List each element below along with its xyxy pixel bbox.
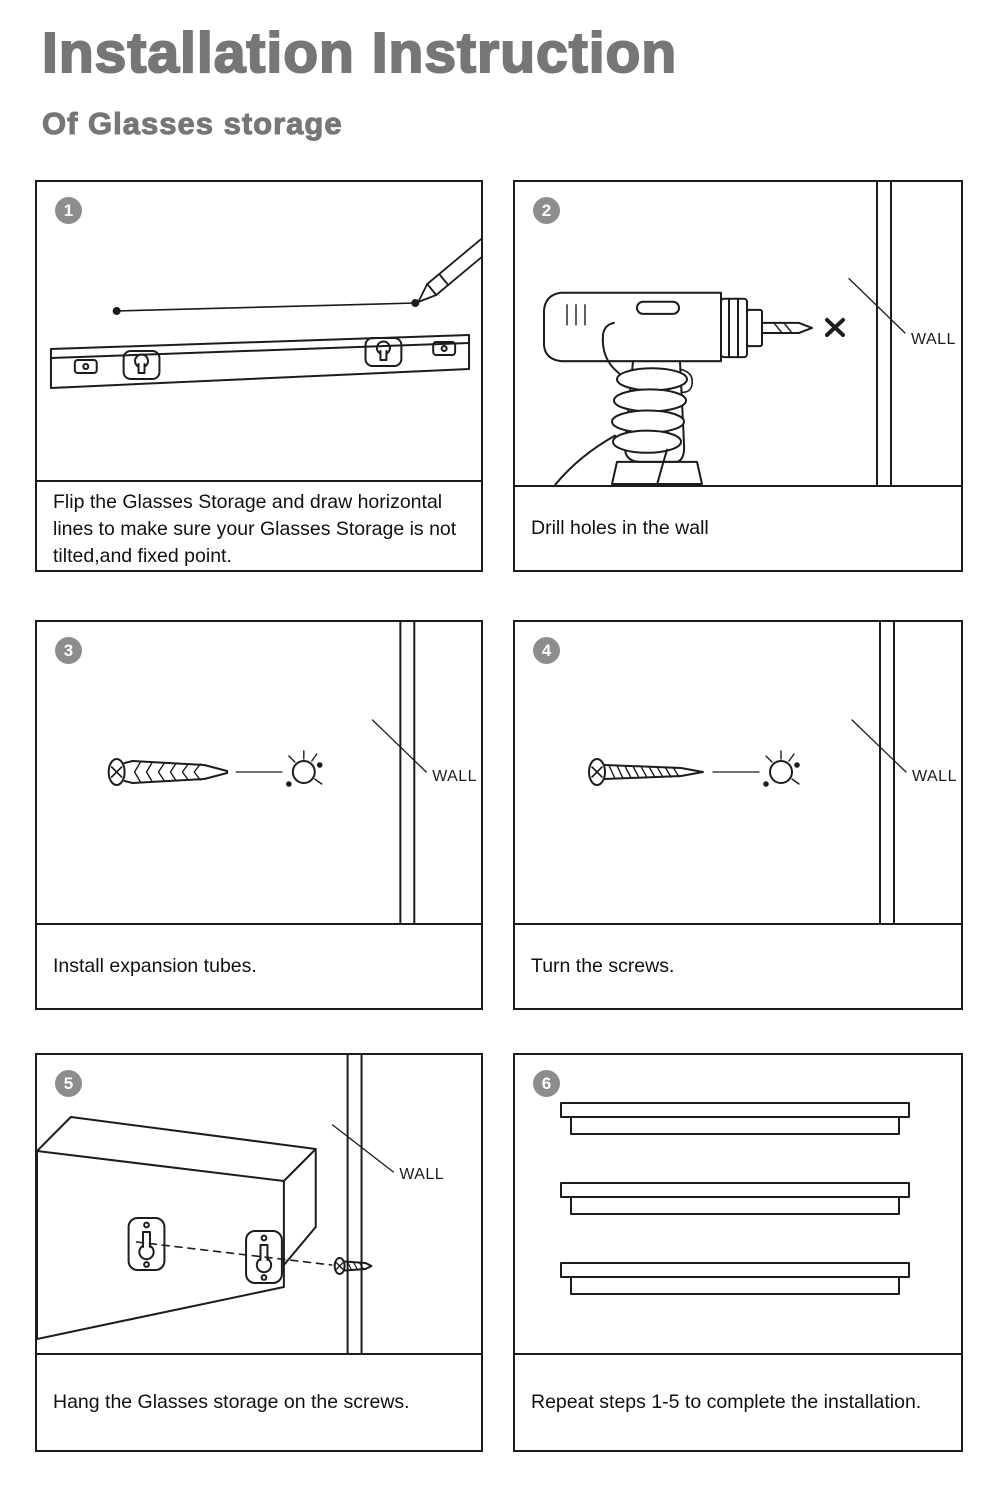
expansion-tube-icon bbox=[107, 758, 229, 786]
hand-icon bbox=[554, 321, 688, 485]
installed-shelves-drawing bbox=[560, 1102, 910, 1295]
step-2-illustration: WALL bbox=[515, 182, 961, 485]
horizontal-guide-line bbox=[112, 299, 420, 315]
wall-lines bbox=[851, 622, 907, 923]
wall-hole-icon bbox=[763, 750, 800, 787]
pencil-icon bbox=[417, 237, 481, 303]
step-5-illustration: WALL bbox=[37, 1055, 481, 1353]
step-panel-5: 5 bbox=[35, 1053, 483, 1452]
step-number-badge: 4 bbox=[533, 637, 560, 664]
step-number-badge: 5 bbox=[55, 1070, 82, 1097]
wall-label: WALL bbox=[432, 768, 477, 785]
shelf-bar bbox=[560, 1102, 910, 1135]
expansion-tube-drawing: WALL bbox=[107, 622, 477, 923]
wall-hole-icon bbox=[286, 750, 323, 787]
wall-lines bbox=[371, 622, 427, 923]
step-3-illustration: WALL bbox=[37, 622, 481, 923]
wall-lines bbox=[848, 182, 906, 485]
screw-icon bbox=[588, 758, 704, 786]
step-caption: Hang the Glasses storage on the screws. bbox=[37, 1353, 481, 1450]
page-title: Installation Instruction bbox=[41, 20, 678, 86]
step-6-illustration bbox=[515, 1055, 961, 1353]
step-panel-3: 3 bbox=[35, 620, 483, 1010]
flipped-storage-drawing bbox=[49, 237, 481, 389]
step-panel-1: 1 bbox=[35, 180, 483, 572]
shelf-bar bbox=[560, 1262, 910, 1295]
wall-screw-icon bbox=[333, 1257, 373, 1275]
step-caption: Install expansion tubes. bbox=[37, 923, 481, 1008]
step-4-illustration: WALL bbox=[515, 622, 961, 923]
storage-box bbox=[37, 1116, 317, 1340]
step-number-badge: 3 bbox=[55, 637, 82, 664]
step-panel-6: 6 Repeat s bbox=[513, 1053, 963, 1452]
step-caption: Turn the screws. bbox=[515, 923, 961, 1008]
step-panel-4: 4 bbox=[513, 620, 963, 1010]
shelf-bar bbox=[560, 1182, 910, 1215]
step-number-badge: 1 bbox=[55, 197, 82, 224]
wall-label: WALL bbox=[912, 768, 957, 785]
alignment-dashed-line bbox=[135, 1241, 333, 1266]
drill-mark-x bbox=[825, 317, 845, 338]
step-caption: Drill holes in the wall bbox=[515, 485, 961, 570]
step-1-illustration bbox=[37, 182, 481, 480]
page-subtitle: Of Glasses storage bbox=[42, 106, 343, 142]
step-caption: Flip the Glasses Storage and draw horizo… bbox=[37, 480, 481, 570]
step-caption: Repeat steps 1-5 to complete the install… bbox=[515, 1353, 961, 1450]
step-number-badge: 2 bbox=[533, 197, 560, 224]
wall-lines bbox=[332, 1055, 395, 1353]
step-panel-2: 2 bbox=[513, 180, 963, 572]
drill-wall-drawing: WALL bbox=[543, 182, 956, 485]
step-number-badge: 6 bbox=[533, 1070, 560, 1097]
drill-icon bbox=[543, 291, 813, 485]
screw-drawing: WALL bbox=[588, 622, 957, 923]
hang-storage-drawing: WALL bbox=[37, 1055, 444, 1353]
wall-label: WALL bbox=[399, 1166, 444, 1183]
storage-bar bbox=[49, 334, 471, 389]
wall-label: WALL bbox=[911, 330, 956, 348]
